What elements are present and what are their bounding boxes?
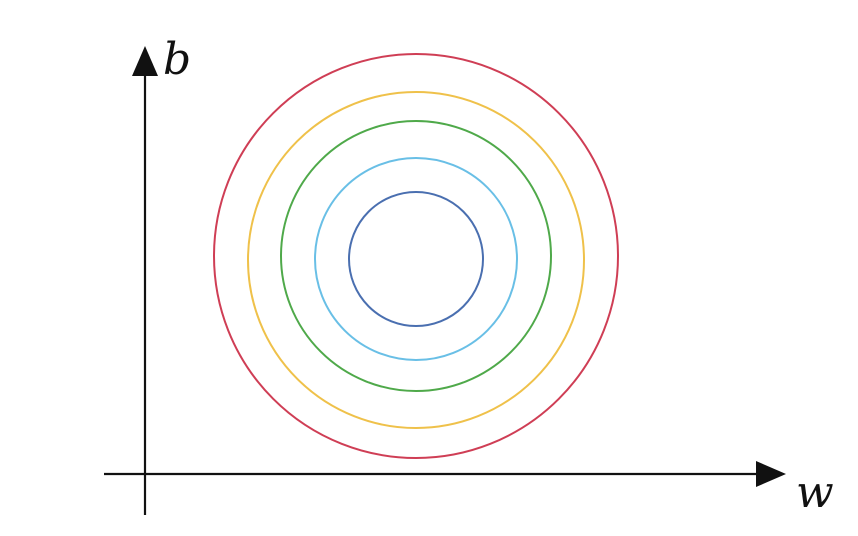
contour-group [213, 53, 619, 459]
b-axis-label: b [163, 34, 191, 85]
w-axis-arrow-icon [756, 461, 786, 487]
contour-level-2 [314, 157, 518, 361]
b-axis-arrow-icon [132, 46, 158, 76]
contour-level-5 [213, 53, 619, 459]
w-axis-label: w [796, 467, 834, 518]
contour-level-1 [348, 191, 484, 327]
contour-level-4 [247, 91, 585, 429]
contour-level-3 [280, 120, 552, 392]
